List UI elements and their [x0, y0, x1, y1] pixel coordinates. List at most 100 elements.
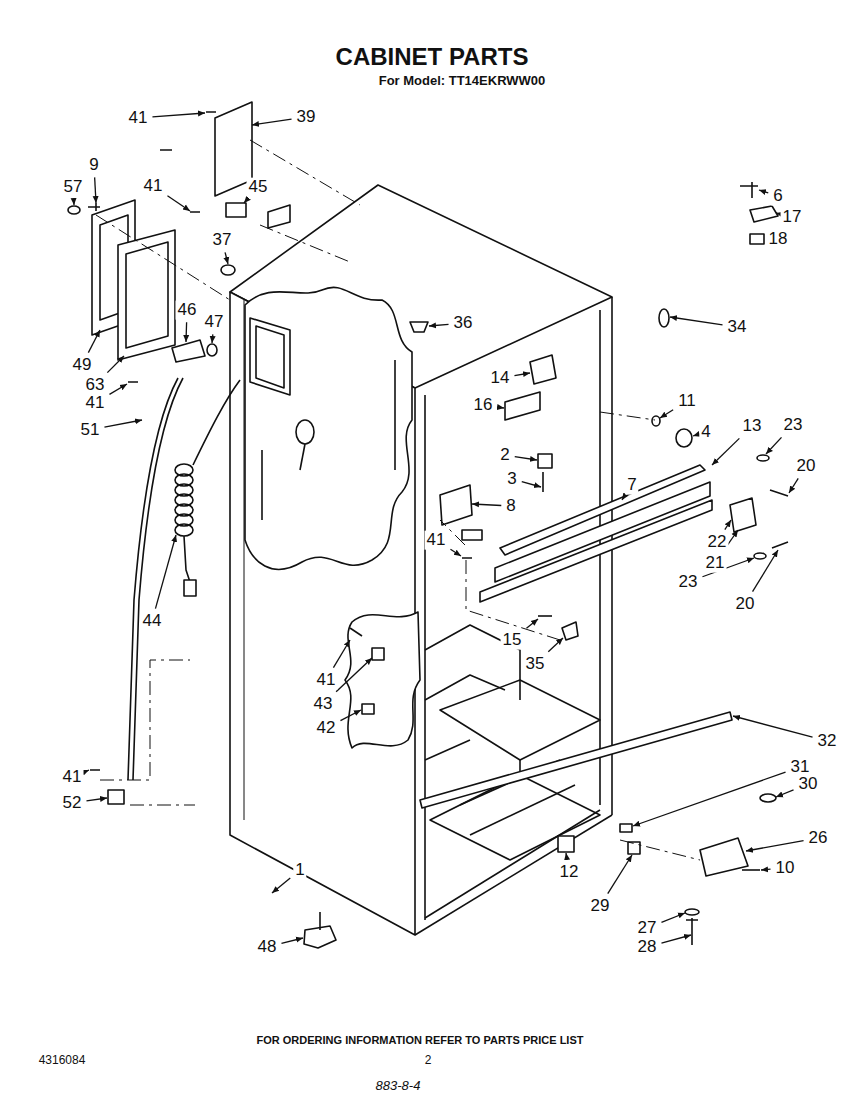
- callout-number: 16: [472, 396, 495, 415]
- leader-line: [155, 535, 176, 609]
- leader-line: [661, 935, 691, 943]
- callout-number: 18: [767, 230, 790, 249]
- callout-number: 27: [636, 919, 659, 938]
- leader-line: [107, 356, 124, 373]
- callout-number: 28: [636, 938, 659, 957]
- callout-number: 57: [62, 178, 85, 197]
- callout-number: 21: [704, 554, 727, 573]
- callout-number: 52: [61, 794, 84, 813]
- callout-number: 7: [625, 476, 638, 495]
- leader-line: [167, 196, 190, 211]
- callout-number: 20: [734, 595, 757, 614]
- leader-line: [252, 119, 292, 125]
- callout-number: 12: [558, 863, 581, 882]
- callout-number: 41: [425, 531, 448, 550]
- cabinet-body: [230, 185, 612, 935]
- leader-line: [776, 790, 794, 797]
- callout-number: 41: [61, 768, 84, 787]
- leader-line: [104, 420, 142, 427]
- callout-number: 2: [498, 446, 511, 465]
- leader-line: [109, 384, 127, 394]
- leader-line: [281, 938, 303, 943]
- callout-number: 46: [176, 301, 199, 320]
- callout-number: 23: [677, 573, 700, 592]
- leader-line: [661, 913, 685, 922]
- leader-line: [633, 772, 786, 826]
- leader-line: [225, 252, 228, 264]
- leader-line: [660, 410, 673, 418]
- small-parts: [68, 102, 788, 948]
- leader-line: [73, 199, 75, 205]
- leader-line: [429, 324, 449, 326]
- callout-number: 26: [807, 829, 830, 848]
- callout-number: 41: [84, 394, 107, 413]
- page-number: 2: [423, 1054, 434, 1067]
- callout-number: 22: [706, 533, 729, 552]
- callout-number: 47: [203, 313, 226, 332]
- callout-number: 8: [504, 497, 517, 516]
- callout-number: 9: [87, 156, 100, 175]
- dash-lines: [96, 140, 700, 860]
- leader-line: [450, 549, 461, 556]
- leader-line: [566, 853, 567, 860]
- leader-line: [185, 322, 187, 342]
- leader-line: [608, 855, 632, 894]
- callout-number: 17: [781, 208, 804, 227]
- callout-number: 1: [293, 861, 306, 880]
- title: CABINET PARTS: [334, 44, 531, 70]
- footer-note: FOR ORDERING INFORMATION REFER TO PARTS …: [255, 1034, 586, 1046]
- handwritten-note: 883-8-4: [374, 1079, 423, 1093]
- leader-line: [761, 869, 771, 871]
- callout-number: 31: [789, 758, 812, 777]
- callout-number: 34: [726, 318, 749, 337]
- leader-line: [515, 457, 537, 460]
- leader-line: [766, 437, 782, 454]
- leader-line: [336, 658, 372, 692]
- leader-line: [152, 113, 205, 117]
- leader-line: [88, 330, 100, 353]
- document-number: 4316084: [37, 1054, 88, 1067]
- callout-number: 15: [501, 631, 524, 650]
- leader-line: [548, 638, 563, 652]
- leader-line: [670, 317, 723, 325]
- callout-number: 48: [256, 938, 279, 957]
- callout-number: 41: [142, 177, 165, 196]
- lower-cutaway: [345, 612, 600, 860]
- callout-number: 4: [699, 423, 712, 442]
- callout-number: 10: [774, 859, 797, 878]
- leader-line: [776, 212, 778, 214]
- callout-number: 20: [795, 457, 818, 476]
- leader-line: [746, 841, 804, 851]
- leader-line: [86, 770, 89, 771]
- callout-number: 42: [315, 719, 338, 738]
- callout-number: 39: [295, 108, 318, 127]
- leader-line: [86, 798, 107, 801]
- leader-line: [693, 435, 696, 436]
- callout-number: 63: [84, 376, 107, 395]
- callout-number: 23: [782, 416, 805, 435]
- callout-number: 36: [452, 314, 475, 333]
- callout-number: 49: [71, 356, 94, 375]
- leader-line: [211, 334, 213, 343]
- callout-number: 29: [589, 897, 612, 916]
- leader-line: [622, 497, 624, 500]
- leader-line: [712, 438, 739, 465]
- leader-line: [272, 878, 290, 893]
- callout-number: 30: [797, 775, 820, 794]
- leader-line: [244, 199, 247, 203]
- leader-line: [522, 482, 541, 487]
- leader-line: [333, 640, 350, 668]
- callout-number: 44: [141, 612, 164, 631]
- callout-number: 45: [247, 178, 270, 197]
- leader-line: [95, 177, 96, 203]
- leader-line: [789, 478, 798, 493]
- callout-number: 13: [741, 417, 764, 436]
- upper-cutaway: [245, 287, 412, 569]
- leader-line: [733, 716, 813, 737]
- rails: [420, 465, 732, 808]
- leader-line: [340, 710, 361, 721]
- model-number: For Model: TT14EKRWW00: [377, 74, 548, 88]
- callout-number: 11: [676, 392, 698, 411]
- leader-line: [472, 504, 501, 506]
- callout-number: 51: [79, 421, 102, 440]
